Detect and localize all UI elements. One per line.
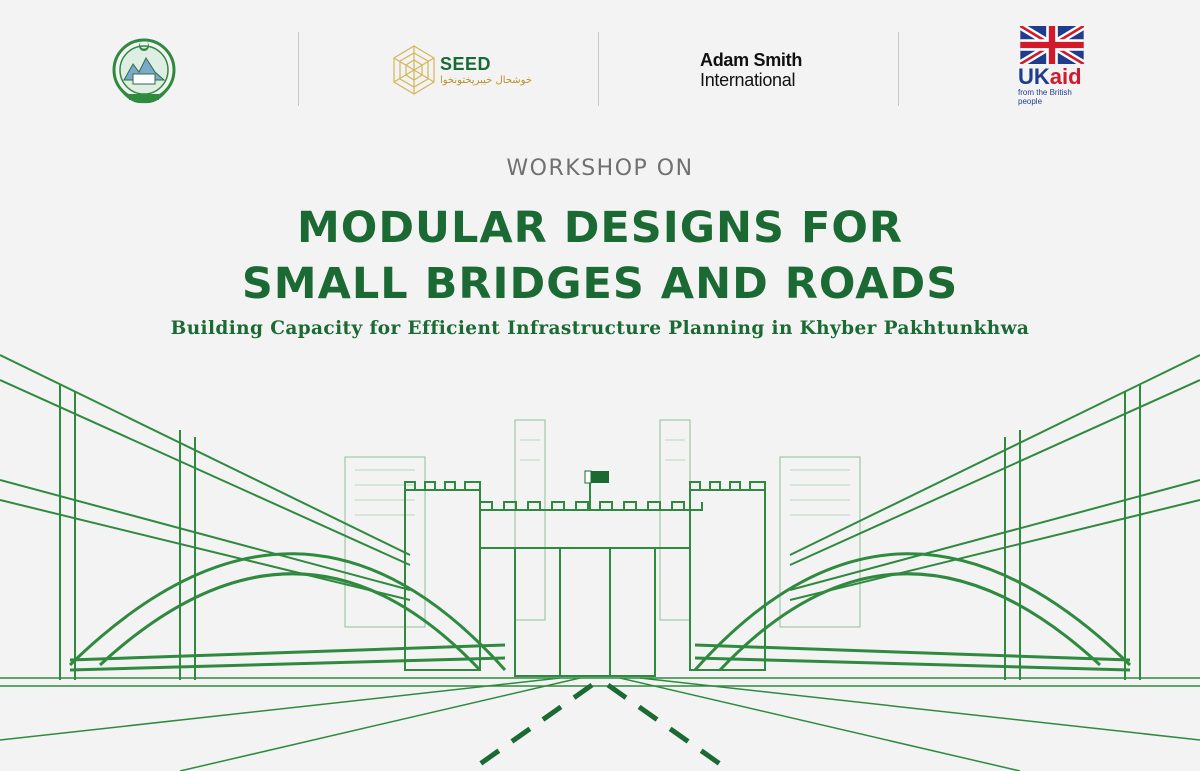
- ukaid-wordmark: UKaid: [1018, 64, 1082, 89]
- page-title: MODULAR DESIGNS FOR SMALL BRIDGES AND RO…: [0, 200, 1200, 312]
- ukaid-tagline: from the British people: [1018, 88, 1072, 106]
- road-surface: [0, 677, 1200, 771]
- seed-name: SEED: [440, 54, 492, 74]
- title-line-1: MODULAR DESIGNS FOR: [296, 203, 903, 253]
- logo-divider: [298, 32, 299, 106]
- page-subtitle: Building Capacity for Efficient Infrastr…: [170, 318, 1030, 339]
- title-line-2: SMALL BRIDGES AND ROADS: [241, 259, 959, 309]
- kp-emblem-icon: [112, 38, 176, 104]
- kp-government-logo: [108, 30, 180, 110]
- right-elevated-road: [789, 354, 1200, 680]
- logo-bar: SEED خوشحال خیبرپختونخوا Adam Smith Inte…: [0, 0, 1200, 120]
- fort-gate: [404, 480, 766, 677]
- bridges-and-fort-illustration: [0, 354, 1200, 771]
- union-flag-icon: [1018, 26, 1086, 64]
- flag-icon: [591, 471, 609, 483]
- asi-line2: International: [700, 70, 796, 90]
- left-elevated-road: [0, 354, 411, 680]
- logo-divider: [598, 32, 599, 106]
- right-arch-bridge: [693, 552, 1132, 672]
- workshop-eyebrow: WORKSHOP ON: [506, 156, 694, 181]
- ukaid-logo: UKaid from the British people: [1018, 26, 1098, 106]
- lane-markings: [468, 682, 732, 771]
- seed-tagline: خوشحال خیبرپختونخوا: [439, 75, 532, 86]
- adam-smith-international-logo: Adam Smith International: [700, 30, 820, 110]
- left-arch-bridge: [68, 552, 507, 672]
- asi-line1: Adam Smith: [700, 50, 803, 70]
- logo-divider: [898, 32, 899, 106]
- seed-logo: SEED خوشحال خیبرپختونخوا: [392, 30, 532, 110]
- seed-hexagon-icon: [393, 45, 435, 95]
